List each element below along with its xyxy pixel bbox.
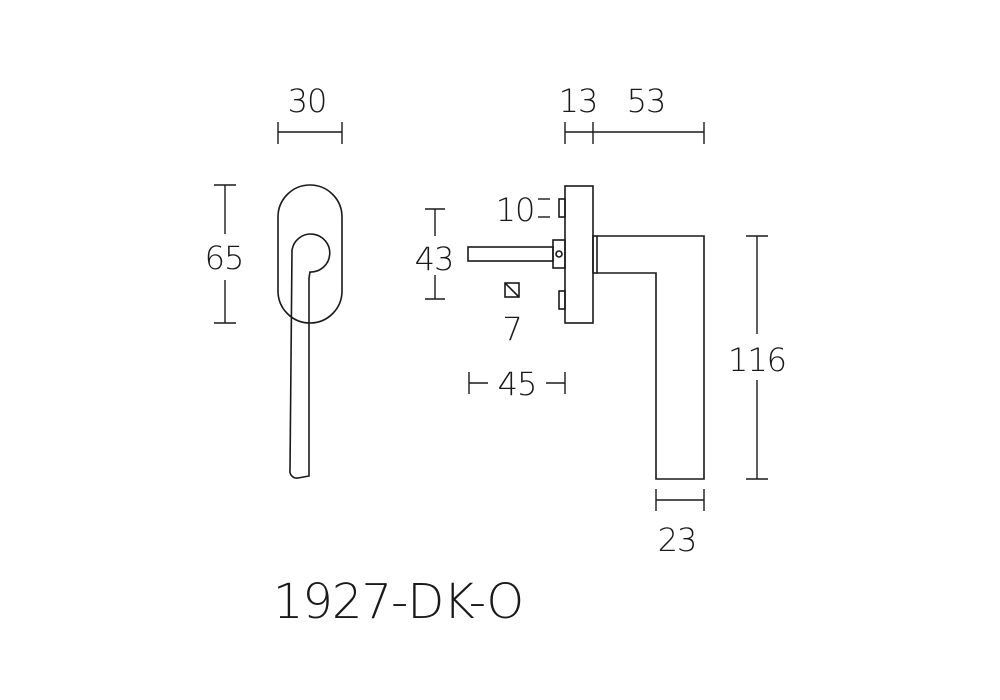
label-grip-width: 23 bbox=[658, 521, 697, 559]
label-handle-length: 116 bbox=[728, 341, 786, 379]
spindle bbox=[467, 246, 554, 262]
label-spindle-height: 43 bbox=[415, 240, 454, 278]
label-spacer: 10 bbox=[496, 191, 535, 229]
spacer-tab-bottom bbox=[558, 290, 566, 310]
spacer-tab-top bbox=[558, 198, 566, 218]
label-spindle-length: 45 bbox=[498, 365, 537, 403]
product-code: 1927-DK-O bbox=[273, 574, 523, 630]
dim-handle-length: 116 bbox=[728, 235, 787, 480]
dim-rose-depth: 13 bbox=[559, 82, 598, 144]
side-view: 13 53 10 43 7 bbox=[415, 82, 787, 559]
dim-grip-width: 23 bbox=[655, 489, 705, 559]
spindle-square-section: 7 bbox=[502, 282, 523, 348]
rose-side bbox=[564, 185, 594, 324]
dim-spindle-length: 45 bbox=[468, 365, 566, 403]
lever-front-outline bbox=[289, 233, 331, 479]
label-rose-depth: 13 bbox=[559, 82, 598, 120]
label-spindle-square: 7 bbox=[502, 310, 521, 348]
dim-spacer: 10 bbox=[496, 191, 550, 229]
rose-outline bbox=[277, 184, 343, 324]
lever-side-outline bbox=[597, 235, 705, 480]
dim-handle-projection: 53 bbox=[592, 82, 705, 144]
collar-pin bbox=[555, 250, 563, 258]
front-view: 30 65 bbox=[205, 82, 343, 479]
label-rose-height: 65 bbox=[205, 239, 244, 277]
dim-spindle-height: 43 bbox=[415, 208, 454, 300]
lever-neck bbox=[592, 235, 598, 274]
dim-rose-height: 65 bbox=[205, 184, 244, 324]
label-rose-width: 30 bbox=[288, 82, 327, 120]
dim-rose-width: 30 bbox=[277, 82, 343, 144]
spindle-collar bbox=[552, 239, 566, 269]
label-handle-projection: 53 bbox=[627, 82, 666, 120]
